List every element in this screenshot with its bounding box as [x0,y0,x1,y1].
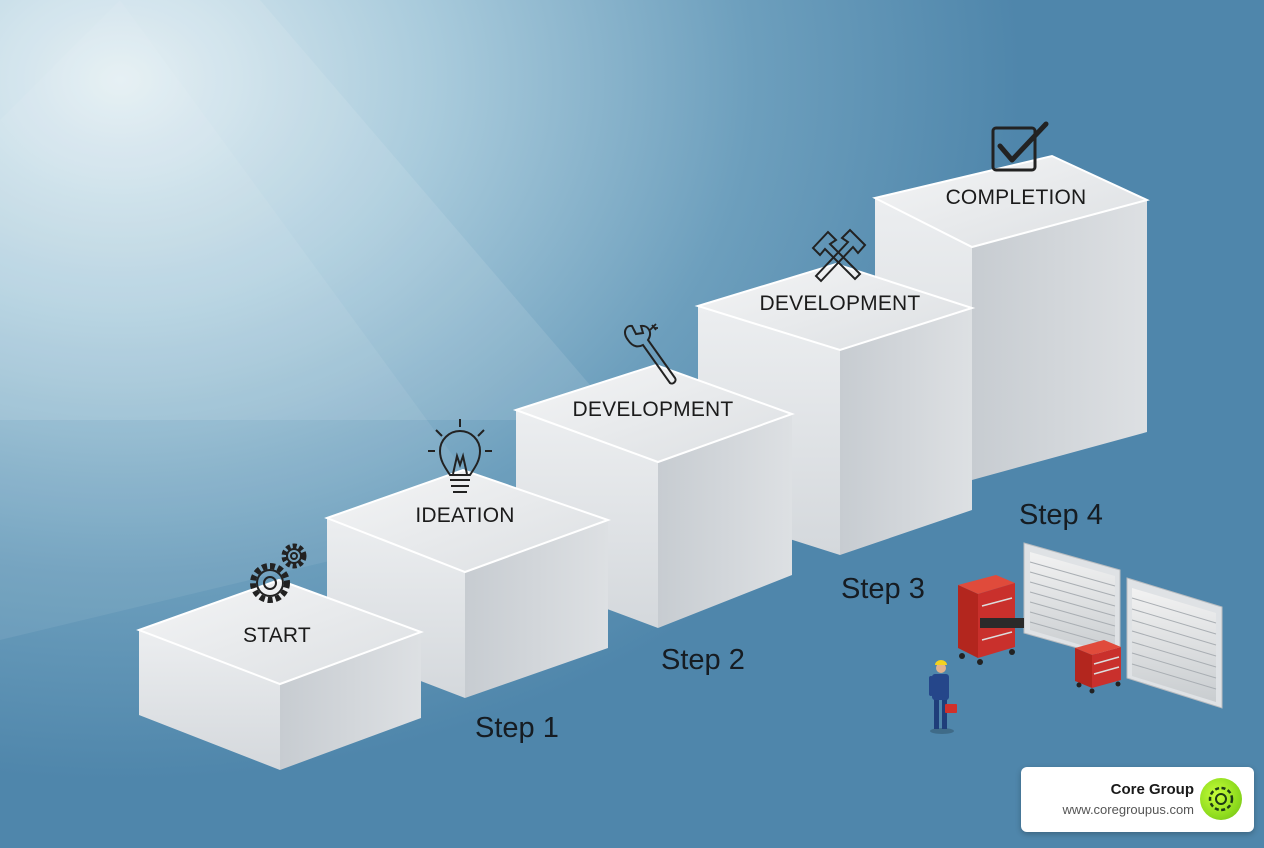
step-label-3: Step 3 [841,573,925,605]
brand-badge[interactable]: Core Group www.coregroupus.com [1021,767,1254,832]
lightbulb-icon [428,419,492,493]
core-group-logo-icon [1200,778,1242,820]
block-label-completion: COMPLETION [945,186,1087,209]
worker-figure [929,660,957,734]
checkbox-icon [991,121,1049,172]
block-start [136,578,424,770]
step-label-1: Step 1 [475,712,559,744]
gears-icon [250,543,307,603]
toolbox-large [958,575,1024,665]
garage-shutter-left [1023,542,1121,661]
step-label-4: Step 4 [1019,499,1103,531]
step-label-2: Step 2 [661,644,745,676]
garage-shutter-right [1126,577,1223,709]
badge-company-name: Core Group [1110,781,1194,798]
crossed-hammers-icon [811,228,867,283]
wrench-icon [624,323,677,385]
light-ray [0,0,500,640]
block-label-development-1: DEVELOPMENT [572,398,734,421]
block-label-ideation: IDEATION [415,504,515,527]
toolbox-small [1075,640,1121,694]
block-label-start: START [243,624,311,647]
block-label-development-2: DEVELOPMENT [759,292,921,315]
light-ray [0,0,620,420]
badge-website-url[interactable]: www.coregroupus.com [1062,802,1195,817]
